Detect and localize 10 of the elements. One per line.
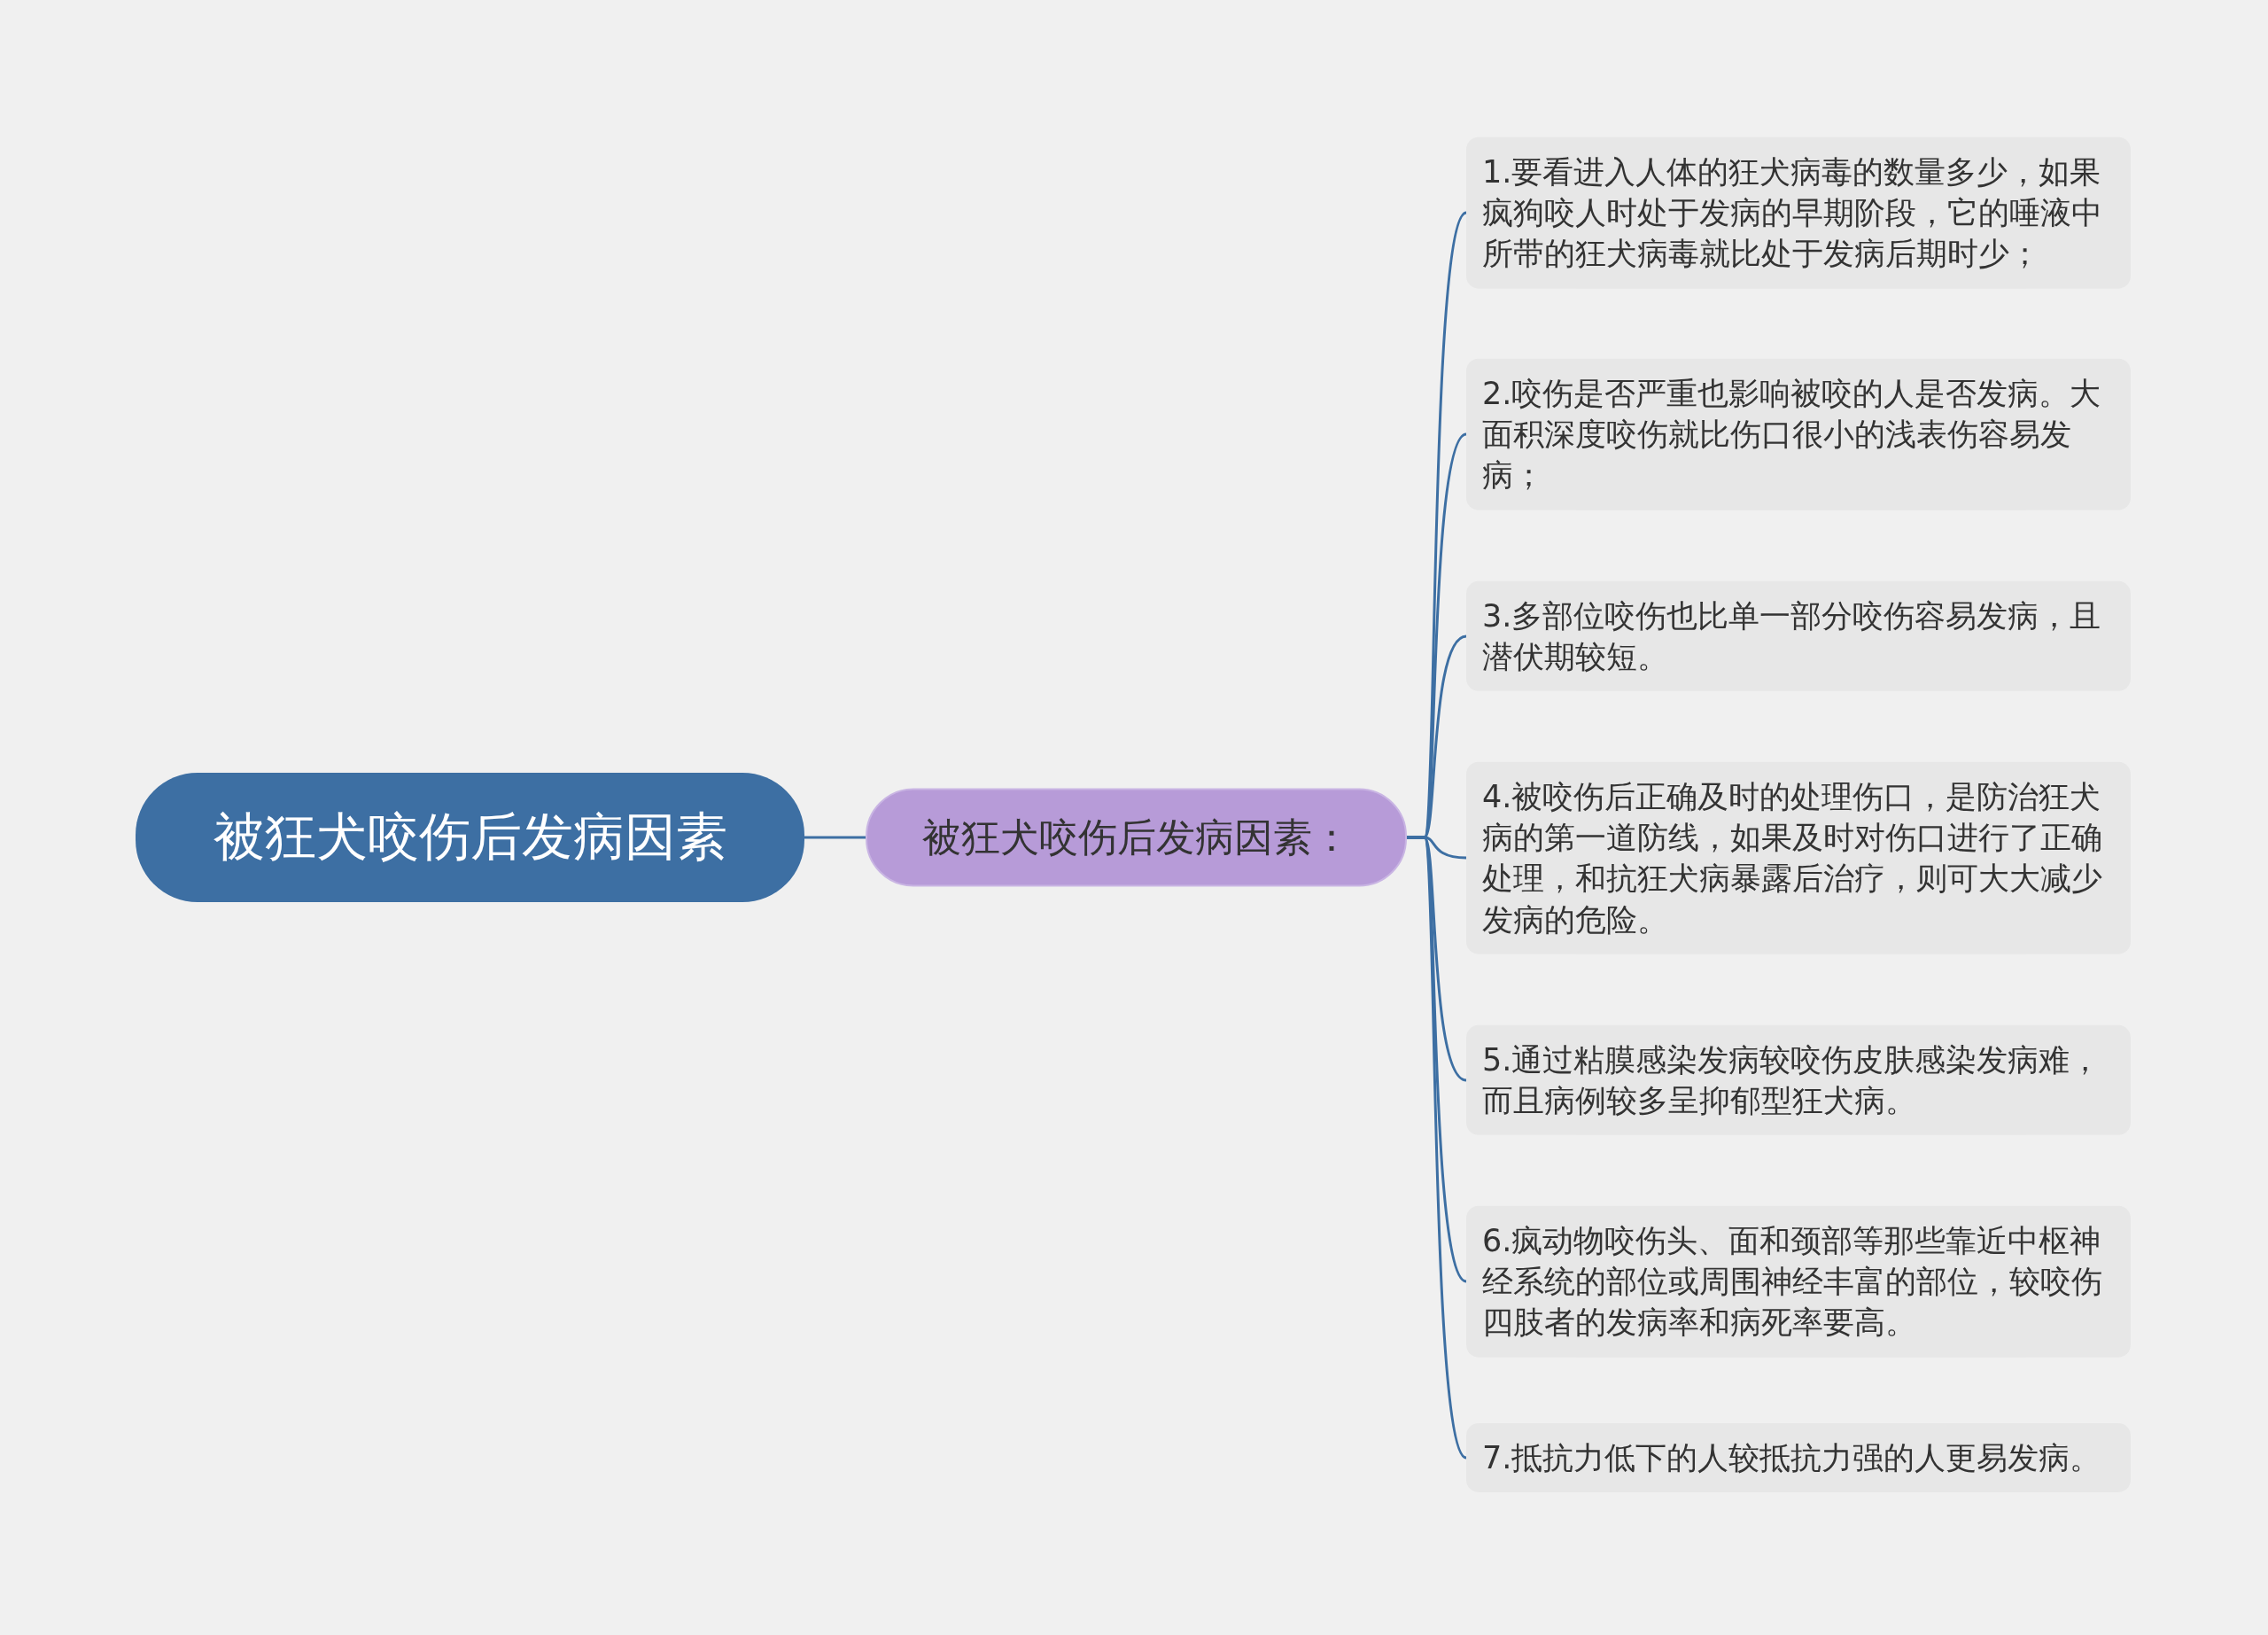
connector-line [804,836,866,839]
note-box: 2.咬伤是否严重也影响被咬的人是否发病。大面积深度咬伤就比伤口很小的浅表伤容易发病； [1466,358,2131,510]
note-box: 3.多部位咬伤也比单一部分咬伤容易发病，且潜伏期较短。 [1466,580,2131,692]
note-box: 6.疯动物咬伤头、面和颈部等那些靠近中枢神经系统的部位或周围神经丰富的部位，较咬伤四肢者的发病率和病死率要高。 [1466,1205,2131,1358]
note-box: 4.被咬伤后正确及时的处理伤口，是防治狂犬病的第一道防线，如果及时对伤口进行了正确处理，和抗狂犬病暴露后治疗，则可大大减少发病的危险。 [1466,761,2131,954]
note-box: 7.抵抗力低下的人较抵抗力强的人更易发病。 [1466,1422,2131,1493]
note-box: 5.通过粘膜感染发病较咬伤皮肤感染发病难，而且病例较多呈抑郁型狂犬病。 [1466,1024,2131,1136]
root-topic: 被狂犬咬伤后发病因素 [136,773,804,902]
note-box: 1.要看进入人体的狂犬病毒的数量多少，如果疯狗咬人时处于发病的早期阶段，它的唾液中所带的狂犬病毒就比处于发病后期时少； [1466,136,2131,289]
topic-box: 被狂犬咬伤后发病因素： [866,788,1407,887]
